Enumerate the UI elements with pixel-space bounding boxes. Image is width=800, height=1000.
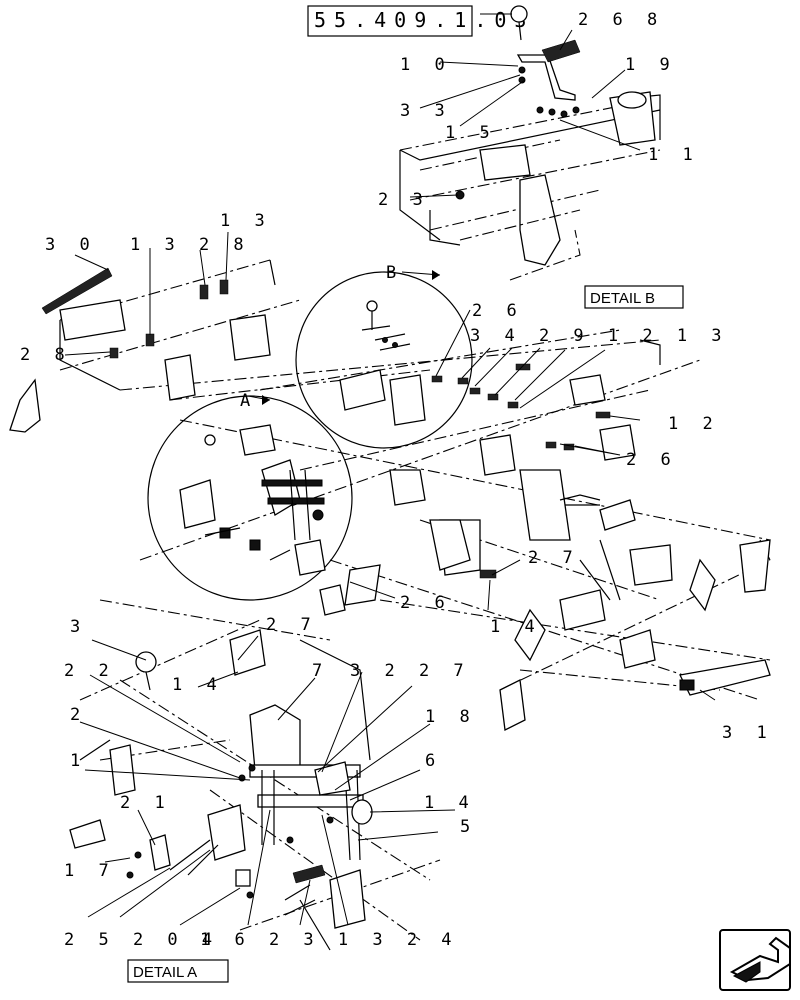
callout-1328: 1 3 2 8 (130, 235, 251, 255)
circle-b: B (295, 263, 473, 449)
callout-26b: 2 6 (626, 450, 678, 470)
callout-1: 1 (70, 751, 87, 771)
callout-3227: 3 2 2 7 (350, 661, 471, 681)
callout-13: 1 3 (220, 211, 272, 231)
detail-a-assembly: 3 2 7 1 4 2 2 7 3 2 2 7 2 1 8 1 6 1 4 2 … (64, 599, 477, 983)
callout-26a: 2 6 (472, 301, 524, 321)
callout-18: 1 8 (425, 707, 477, 727)
detail-b-box (584, 285, 684, 309)
circle-b-label: B (386, 263, 403, 283)
callout-31: 3 1 (722, 723, 774, 743)
main-frame-assembly: 3 0 1 3 2 8 1 3 2 8 2 6 3 4 2 9 1 2 1 3 … (9, 211, 774, 743)
detail-b-assembly: 55.409.1.03 2 6 8 1 0 1 9 3 3 1 5 1 1 2 … (307, 5, 700, 281)
circle-a: A (147, 391, 353, 601)
detail-a-label: DETAIL A (133, 964, 197, 981)
callout-5: 5 (460, 817, 477, 837)
callout-23: 2 3 (378, 190, 430, 210)
callout-27a: 2 7 (528, 548, 580, 568)
callout-10: 1 0 (400, 55, 452, 75)
reference-code: 55.409.1.03 (314, 8, 534, 32)
callout-11: 1 1 (648, 145, 700, 165)
callout-3429: 3 4 2 9 1 2 1 3 (470, 326, 729, 346)
callout-6: 6 (425, 751, 442, 771)
circle-a-label: A (240, 391, 257, 411)
callout-17: 1 7 (64, 861, 116, 881)
callout-14c: 1 4 (424, 793, 476, 813)
callout-7: 7 (312, 661, 329, 681)
reference-code-box (307, 5, 473, 37)
callout-15: 1 5 (445, 123, 497, 143)
callout-19: 1 9 (625, 55, 677, 75)
eyelet-a-icon (135, 651, 157, 673)
callout-30: 3 0 (45, 235, 97, 255)
next-page-arrow-icon[interactable] (719, 929, 791, 991)
callout-33: 3 3 (400, 101, 452, 121)
decal-icon (541, 39, 581, 63)
callout-21: 2 1 (120, 793, 172, 813)
decal-30-icon (41, 267, 113, 315)
callout-28: 2 8 (20, 345, 72, 365)
decal-13-icon (292, 864, 326, 884)
detail-a-box (127, 959, 229, 983)
callout-2: 2 (70, 705, 87, 725)
eyelet-icon (510, 5, 528, 23)
callout-25204: 2 5 2 0 4 (64, 930, 219, 950)
callout-3: 3 (70, 617, 87, 637)
callout-27b: 2 7 (266, 615, 318, 635)
callout-14b: 1 4 (172, 675, 224, 695)
callout-14a: 1 4 (490, 617, 542, 637)
callout-268: 2 6 8 (578, 10, 664, 30)
callout-1623: 1 6 2 3 1 3 2 4 (200, 930, 459, 950)
callout-12: 1 2 (668, 414, 720, 434)
detail-b-label: DETAIL B (590, 290, 655, 307)
callout-22: 2 2 (64, 661, 116, 681)
callout-26c: 2 6 (400, 593, 452, 613)
